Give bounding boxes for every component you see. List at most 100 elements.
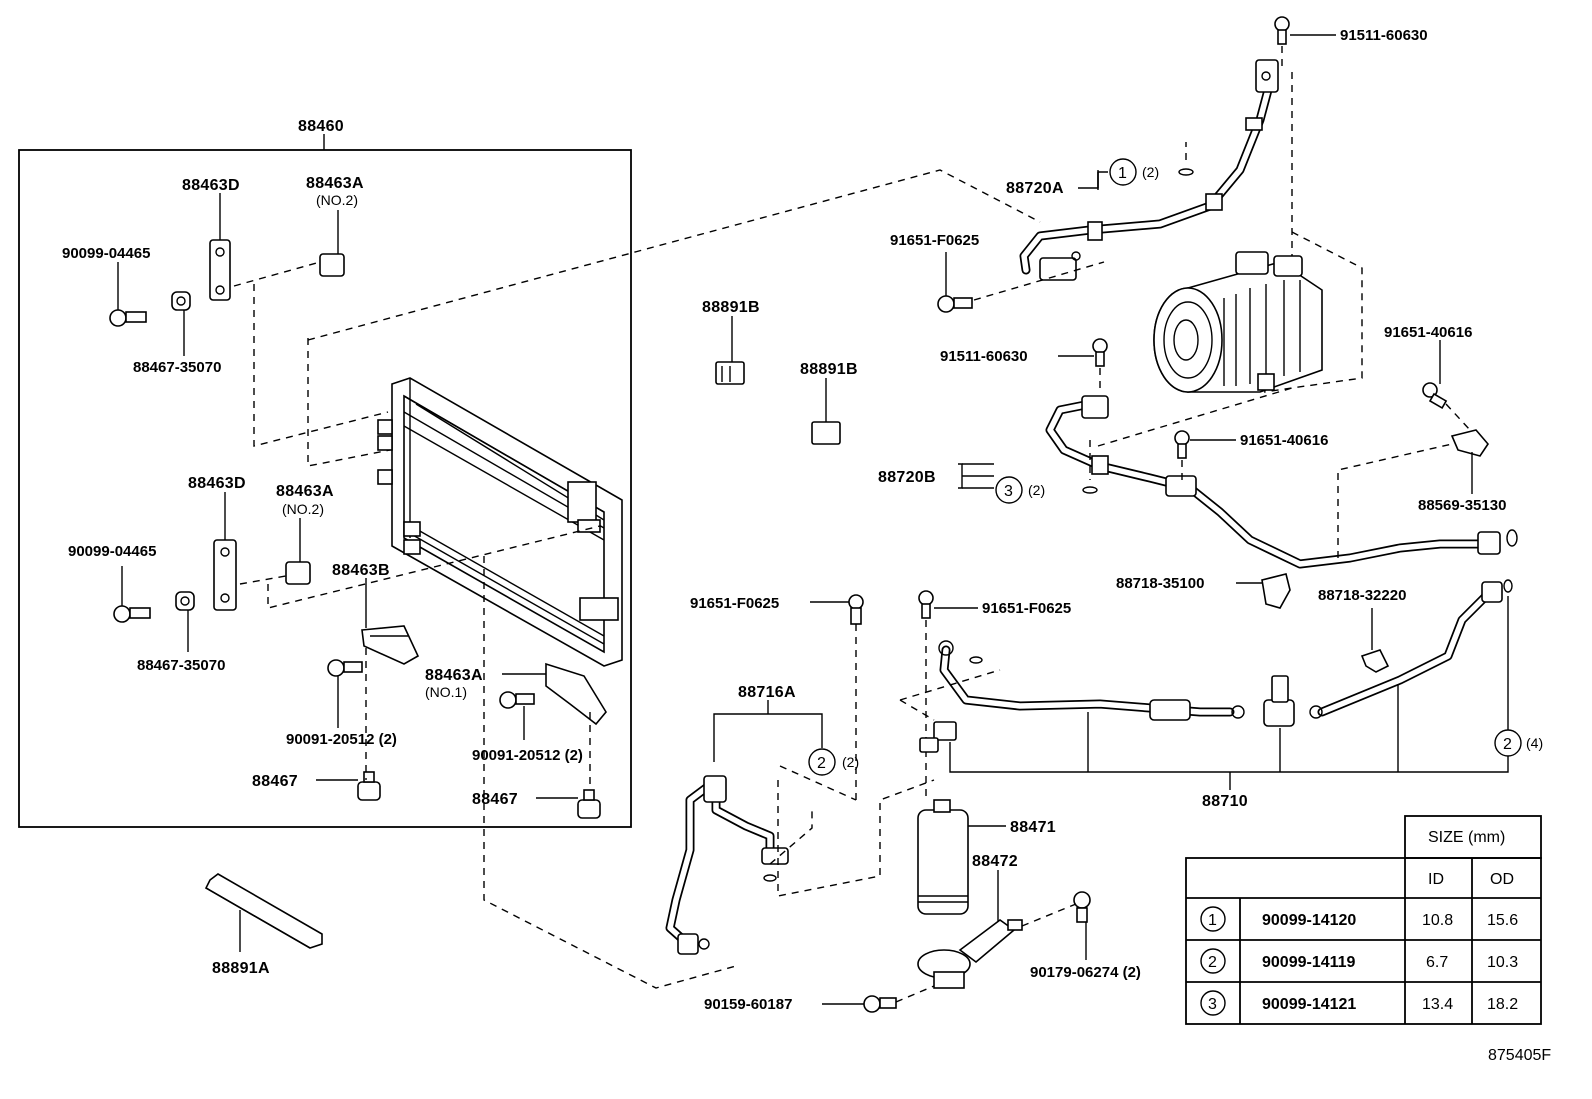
clamp-88718-32220[interactable] xyxy=(1360,649,1390,673)
pipe-88716A[interactable] xyxy=(665,775,789,955)
ring-88710 xyxy=(1494,729,1522,757)
seal-88891A[interactable] xyxy=(204,873,323,949)
bolt-91651-F0625-right[interactable] xyxy=(918,590,934,619)
label-90091-right[interactable]: 90091-20512 (2) xyxy=(472,747,583,764)
clamp-88718-35100[interactable] xyxy=(1261,573,1291,609)
label-88710[interactable]: 88710 xyxy=(1202,793,1248,810)
label-88891B-lower[interactable]: 88891B xyxy=(800,361,858,378)
clip-88467-right[interactable] xyxy=(577,789,601,819)
qty-88720B: (2) xyxy=(1028,482,1045,498)
bracket-88463A-no1[interactable] xyxy=(545,662,607,726)
label-88472[interactable]: 88472 xyxy=(972,853,1018,870)
bolt-91511-60630-top[interactable] xyxy=(1274,16,1290,45)
table-od-3: 18.2 xyxy=(1487,996,1518,1013)
compressor[interactable] xyxy=(1153,231,1363,393)
label-88718-32220[interactable]: 88718-32220 xyxy=(1318,587,1406,604)
label-88460[interactable]: 88460 xyxy=(298,118,344,135)
clip-88467-left[interactable] xyxy=(357,771,381,801)
bracket-88569-35130[interactable] xyxy=(1450,429,1490,457)
note-88463A-no1: (NO.1) xyxy=(425,684,467,700)
table-ring-3: 3 xyxy=(1208,996,1217,1013)
bracket-88472[interactable] xyxy=(917,919,1023,989)
diagram-id: 875405F xyxy=(1488,1047,1551,1064)
label-88720B[interactable]: 88720B xyxy=(878,469,936,486)
label-91511-60630-top[interactable]: 91511-60630 xyxy=(1340,27,1428,44)
label-88463B[interactable]: 88463B xyxy=(332,562,390,579)
note-88463A-upper: (NO.2) xyxy=(316,192,358,208)
qty-88710: (4) xyxy=(1526,735,1543,751)
label-88467-35070-lower[interactable]: 88467-35070 xyxy=(137,657,225,674)
label-90091-left[interactable]: 90091-20512 (2) xyxy=(286,731,397,748)
tube-88710[interactable] xyxy=(919,579,1513,753)
label-88467-right[interactable]: 88467 xyxy=(472,791,518,808)
table-ring-2: 2 xyxy=(1208,954,1217,971)
table-part-2[interactable]: 90099-14119 xyxy=(1262,954,1356,971)
label-88467-left[interactable]: 88467 xyxy=(252,773,298,790)
receiver-dryer-88471[interactable] xyxy=(917,799,969,915)
grommet-88467-35070-lower[interactable] xyxy=(175,591,195,611)
label-90099-lower[interactable]: 90099-04465 xyxy=(68,543,156,560)
bracket-88463D-upper[interactable] xyxy=(209,239,231,301)
table-id-2: 6.7 xyxy=(1426,954,1448,971)
label-91651-40616-mid[interactable]: 91651-40616 xyxy=(1240,432,1328,449)
label-91651-F0625-left[interactable]: 91651-F0625 xyxy=(690,595,779,612)
table-id-1: 10.8 xyxy=(1422,912,1453,929)
label-88463D-upper[interactable]: 88463D xyxy=(182,177,240,194)
note-88463A-lower: (NO.2) xyxy=(282,501,324,517)
label-88716A[interactable]: 88716A xyxy=(738,684,796,701)
label-88471[interactable]: 88471 xyxy=(1010,819,1056,836)
table-part-3[interactable]: 90099-14121 xyxy=(1262,996,1356,1013)
bolt-91651-F0625-top[interactable] xyxy=(937,295,973,313)
ring-88710-num: 2 xyxy=(1503,736,1512,753)
ring-88720A xyxy=(1109,158,1137,186)
label-91651-F0625-right[interactable]: 91651-F0625 xyxy=(982,600,1071,617)
table-id-3: 13.4 xyxy=(1422,996,1453,1013)
table-part-1[interactable]: 90099-14120 xyxy=(1262,912,1356,929)
label-91651-40616-right[interactable]: 91651-40616 xyxy=(1384,324,1472,341)
ring-88720B-num: 3 xyxy=(1004,483,1013,500)
label-88569-35130[interactable]: 88569-35130 xyxy=(1418,497,1506,514)
label-90159[interactable]: 90159-60187 xyxy=(704,996,792,1013)
grommet-88467-35070-upper[interactable] xyxy=(171,291,191,311)
bracket-88463B[interactable] xyxy=(361,625,420,665)
bolt-90099-upper[interactable] xyxy=(109,309,147,327)
table-od-1: 15.6 xyxy=(1487,912,1518,929)
assembly-88460-frame xyxy=(18,149,632,828)
label-90099-upper[interactable]: 90099-04465 xyxy=(62,245,150,262)
label-88891A[interactable]: 88891A xyxy=(212,960,270,977)
bolt-91651-F0625-left[interactable] xyxy=(848,594,864,625)
hose-88720B[interactable] xyxy=(1045,395,1518,569)
bolt-91651-40616-right[interactable] xyxy=(1422,382,1448,410)
cushion-88463A-lower[interactable] xyxy=(285,561,311,585)
bolt-90091-right[interactable] xyxy=(499,691,535,709)
cushion-88463A-upper[interactable] xyxy=(319,253,345,277)
table-header-size: SIZE (mm) xyxy=(1428,829,1505,846)
label-88720A[interactable]: 88720A xyxy=(1006,180,1064,197)
label-91651-F0625-top[interactable]: 91651-F0625 xyxy=(890,232,979,249)
bolt-90159[interactable] xyxy=(863,995,897,1013)
seal-88891B-upper[interactable] xyxy=(715,361,745,385)
condenser-core[interactable] xyxy=(377,377,623,667)
qty-88716A: (2) xyxy=(842,754,859,770)
label-88891B-upper[interactable]: 88891B xyxy=(702,299,760,316)
bracket-88463D-lower[interactable] xyxy=(213,539,237,611)
bolt-91511-60630-mid[interactable] xyxy=(1092,338,1108,367)
label-88463A-upper[interactable]: 88463A xyxy=(306,175,364,192)
hose-88720A[interactable] xyxy=(1019,59,1279,281)
label-88718-35100[interactable]: 88718-35100 xyxy=(1116,575,1204,592)
label-91511-60630-mid[interactable]: 91511-60630 xyxy=(940,348,1028,365)
seal-88891B-lower[interactable] xyxy=(811,421,841,445)
label-90179[interactable]: 90179-06274 (2) xyxy=(1030,964,1141,981)
qty-88720A: (2) xyxy=(1142,164,1159,180)
bolt-90099-lower[interactable] xyxy=(113,605,151,623)
bolt-90179[interactable] xyxy=(1073,891,1091,923)
label-88463A-no1[interactable]: 88463A xyxy=(425,667,483,684)
label-88463A-lower[interactable]: 88463A xyxy=(276,483,334,500)
bolt-91651-40616-mid[interactable] xyxy=(1174,430,1190,459)
label-88467-35070-upper[interactable]: 88467-35070 xyxy=(133,359,221,376)
bolt-90091-left[interactable] xyxy=(327,659,363,677)
table-ring-1: 1 xyxy=(1208,912,1217,929)
size-table: SIZE (mm) ID OD 1 90099-14120 10.8 15.6 … xyxy=(1185,815,1542,1025)
label-88463D-lower[interactable]: 88463D xyxy=(188,475,246,492)
